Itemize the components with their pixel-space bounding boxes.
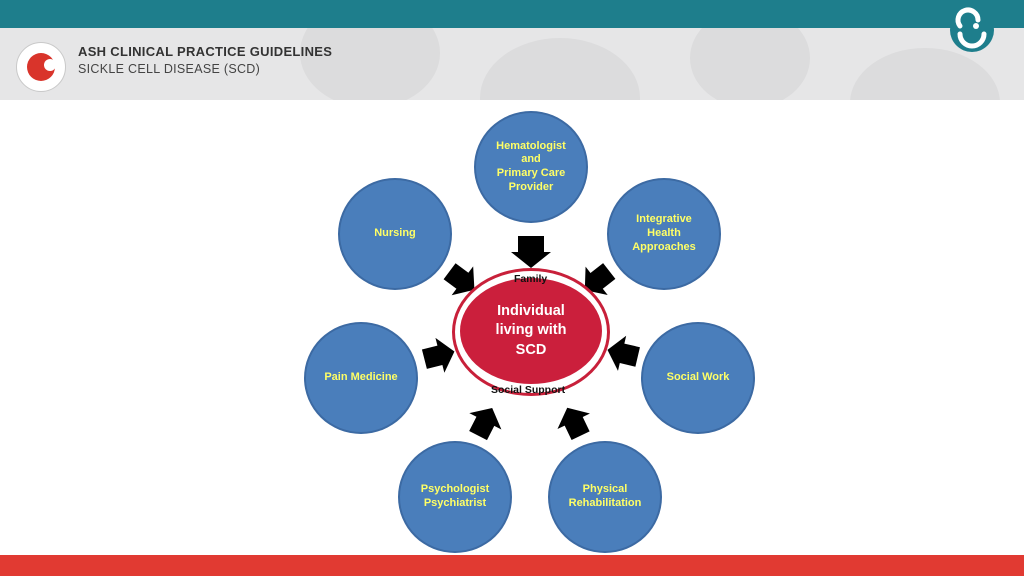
node-nursing: Nursing bbox=[338, 178, 452, 290]
arrow-psychologist bbox=[469, 407, 502, 441]
node-nursing-label: Nursing bbox=[374, 227, 416, 240]
brand-logo-icon bbox=[950, 7, 994, 52]
bottom-bar bbox=[0, 555, 1024, 576]
arrow-nursing bbox=[443, 263, 475, 296]
node-pain-label: Pain Medicine bbox=[324, 371, 398, 384]
node-social-work-label: Social Work bbox=[666, 371, 730, 384]
node-psychologist-label: Psychologist Psychiatrist bbox=[420, 483, 490, 509]
node-hematologist-label: Hematologist and Primary Care Provider bbox=[496, 139, 566, 193]
social-support-label: Social Support bbox=[491, 384, 566, 396]
node-social-work: Social Work bbox=[641, 322, 755, 434]
header-title: ASH CLINICAL PRACTICE GUIDELINES bbox=[78, 44, 333, 59]
node-psychologist: Psychologist Psychiatrist bbox=[398, 441, 512, 553]
node-integrative: Integrative Health Approaches bbox=[607, 178, 721, 290]
header-subtitle: SICKLE CELL DISEASE (SCD) bbox=[78, 62, 261, 76]
arrow-integrative bbox=[584, 263, 616, 296]
center-label: Individual living with SCD bbox=[495, 302, 567, 358]
ash-logo-icon bbox=[16, 42, 66, 92]
node-hematologist: Hematologist and Primary Care Provider bbox=[474, 111, 588, 223]
node-pain: Pain Medicine bbox=[304, 322, 418, 434]
node-physical-label: Physical Rehabilitation bbox=[568, 483, 642, 509]
arrow-pain bbox=[421, 337, 455, 373]
node-integrative-label: Integrative Health Approaches bbox=[632, 213, 696, 253]
arrow-social-work bbox=[607, 335, 640, 371]
arrow-top bbox=[511, 236, 551, 268]
header-banner bbox=[0, 28, 1024, 100]
top-bar bbox=[0, 0, 1024, 28]
node-physical: Physical Rehabilitation bbox=[548, 441, 662, 553]
family-label: Family bbox=[514, 273, 548, 285]
center-node: Individual living with SCD bbox=[460, 278, 602, 384]
arrow-physical bbox=[557, 407, 590, 441]
